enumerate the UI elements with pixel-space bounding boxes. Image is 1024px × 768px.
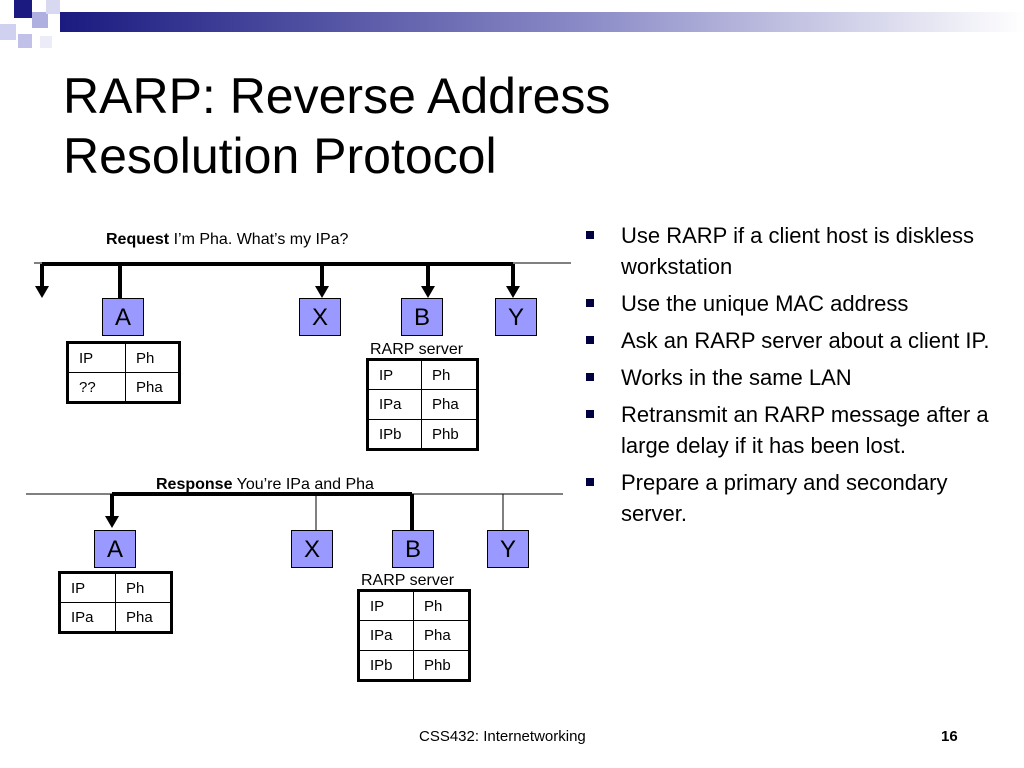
request-server-table: IP Ph IPa Pha IPb Phb <box>366 358 479 451</box>
title-line-1: RARP: Reverse Address <box>63 68 611 124</box>
request-arrow-y <box>506 286 520 298</box>
table-cell: Pha <box>413 620 470 651</box>
table-row: IPa Pha <box>59 602 172 633</box>
page-number: 16 <box>941 728 958 745</box>
request-arrow-x <box>315 286 329 298</box>
bullet-text: Use the unique MAC address <box>621 291 909 316</box>
slide-title: RARP: Reverse Address Resolution Protoco… <box>63 66 610 186</box>
request-arrow-b <box>421 286 435 298</box>
table-cell: IP <box>67 342 126 373</box>
table-row: IP Ph <box>358 590 470 621</box>
table-cell: Ph <box>125 342 180 373</box>
table-row: ?? Pha <box>67 372 180 403</box>
bullet-square-icon <box>586 231 594 239</box>
table-cell: Phb <box>421 419 478 450</box>
bullet-text: Prepare a primary and secondary server. <box>621 470 948 526</box>
list-item: Prepare a primary and secondary server. <box>586 467 1006 529</box>
request-node-b: B <box>401 298 443 336</box>
request-arrow-left <box>35 286 49 298</box>
table-row: IPb Phb <box>358 650 470 681</box>
bullet-text: Retransmit an RARP message after a large… <box>621 402 989 458</box>
response-caption-text: You’re IPa and Pha <box>232 476 374 493</box>
table-cell: Pha <box>125 372 180 403</box>
response-server-label: RARP server <box>361 572 455 589</box>
list-item: Use the unique MAC address <box>586 288 1006 319</box>
table-cell: Ph <box>421 359 478 390</box>
list-item: Works in the same LAN <box>586 362 1006 393</box>
response-server-table: IP Ph IPa Pha IPb Phb <box>357 589 471 682</box>
response-arrow-a <box>105 516 119 528</box>
table-cell: Ph <box>413 590 470 621</box>
request-caption-bold: Request <box>106 231 170 248</box>
header-decoration <box>0 0 1024 48</box>
table-row: IP Ph <box>59 572 172 603</box>
request-host-a-table: IP Ph ?? Pha <box>66 341 181 404</box>
table-cell: IPa <box>367 389 422 420</box>
table-cell: IPa <box>358 620 414 651</box>
table-cell: IPb <box>358 650 414 681</box>
slide-footer: CSS432: Internetworking <box>419 728 586 745</box>
table-cell: ?? <box>67 372 126 403</box>
table-row: IPb Phb <box>367 419 478 450</box>
table-row: IPa Pha <box>358 620 470 651</box>
response-node-y: Y <box>487 530 529 568</box>
table-cell: Phb <box>413 650 470 681</box>
table-row: IPa Pha <box>367 389 478 420</box>
response-node-x: X <box>291 530 333 568</box>
bullet-square-icon <box>586 336 594 344</box>
table-cell: IP <box>358 590 414 621</box>
response-node-b: B <box>392 530 434 568</box>
bullet-square-icon <box>586 478 594 486</box>
table-cell: IP <box>59 572 116 603</box>
table-cell: Pha <box>115 602 172 633</box>
table-row: IP Ph <box>67 342 180 373</box>
bullet-list: Use RARP if a client host is diskless wo… <box>586 220 1006 535</box>
list-item: Ask an RARP server about a client IP. <box>586 325 1006 356</box>
bullet-text: Use RARP if a client host is diskless wo… <box>621 223 974 279</box>
bullet-square-icon <box>586 410 594 418</box>
bullet-text: Ask an RARP server about a client IP. <box>621 328 990 353</box>
list-item: Retransmit an RARP message after a large… <box>586 399 1006 461</box>
title-line-2: Resolution Protocol <box>63 128 497 184</box>
response-caption-bold: Response <box>156 476 233 493</box>
table-row: IP Ph <box>367 359 478 390</box>
bullet-text: Works in the same LAN <box>621 365 852 390</box>
request-node-x: X <box>299 298 341 336</box>
table-cell: IPa <box>59 602 116 633</box>
request-caption: Request I’m Pha. What’s my IPa? <box>106 231 348 249</box>
response-node-a: A <box>94 530 136 568</box>
request-caption-text: I’m Pha. What’s my IPa? <box>169 231 349 248</box>
request-node-y: Y <box>495 298 537 336</box>
request-node-a: A <box>102 298 144 336</box>
request-server-label: RARP server <box>370 341 464 358</box>
response-caption: Response You’re IPa and Pha <box>156 476 374 494</box>
table-cell: Pha <box>421 389 478 420</box>
bullet-square-icon <box>586 373 594 381</box>
bullet-square-icon <box>586 299 594 307</box>
table-cell: Ph <box>115 572 172 603</box>
table-cell: IP <box>367 359 422 390</box>
table-cell: IPb <box>367 419 422 450</box>
response-host-a-table: IP Ph IPa Pha <box>58 571 173 634</box>
list-item: Use RARP if a client host is diskless wo… <box>586 220 1006 282</box>
